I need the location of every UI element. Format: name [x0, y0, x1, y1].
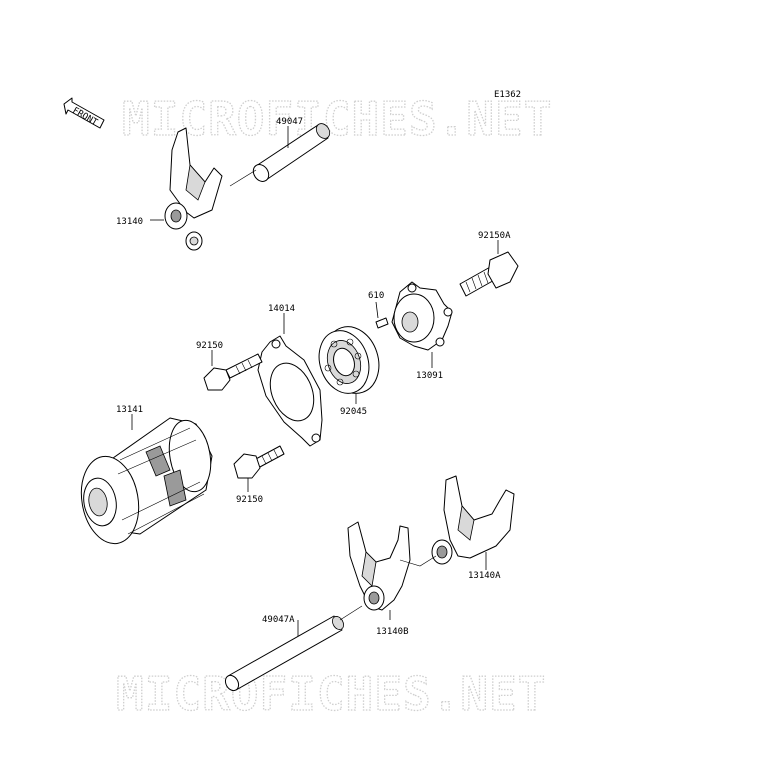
- watermark-bottom: MICROFICHES.NET: [116, 667, 546, 721]
- label-13091: 13091: [416, 371, 443, 381]
- label-49047: 49047: [276, 117, 303, 127]
- label-49047A: 49047A: [262, 615, 295, 625]
- label-92150A: 92150A: [478, 231, 511, 241]
- bearing-92045: [318, 326, 380, 394]
- watermark-top: MICROFICHES.NET: [122, 92, 552, 146]
- shift-rod-49047A: [224, 615, 344, 692]
- bolt-92150A: [459, 251, 519, 297]
- label-92150-bottom: 92150: [236, 495, 263, 505]
- label-13140: 13140: [116, 217, 143, 227]
- pin-610: [375, 317, 389, 329]
- gasket-14014: [257, 335, 323, 447]
- label-13140B: 13140B: [376, 627, 409, 637]
- shift-fork-13140B: [347, 521, 437, 611]
- shift-fork-13140: [164, 127, 223, 251]
- label-92045: 92045: [340, 407, 367, 417]
- label-14014: 14014: [268, 304, 295, 314]
- bolt-92150-upper: [203, 353, 263, 391]
- diagram-code: E1362: [494, 90, 521, 100]
- shift-fork-13140A: [431, 475, 515, 565]
- front-arrow-icon: FRONT: [63, 97, 105, 129]
- label-13141: 13141: [116, 405, 143, 415]
- shift-drum-13141: [80, 417, 213, 545]
- label-92150-top: 92150: [196, 341, 223, 351]
- bolt-92150-lower: [233, 445, 285, 479]
- label-13140A: 13140A: [468, 571, 501, 581]
- shift-drum-cam-13091: [391, 281, 453, 351]
- shift-rod-49047: [252, 123, 331, 182]
- label-610: 610: [368, 291, 384, 301]
